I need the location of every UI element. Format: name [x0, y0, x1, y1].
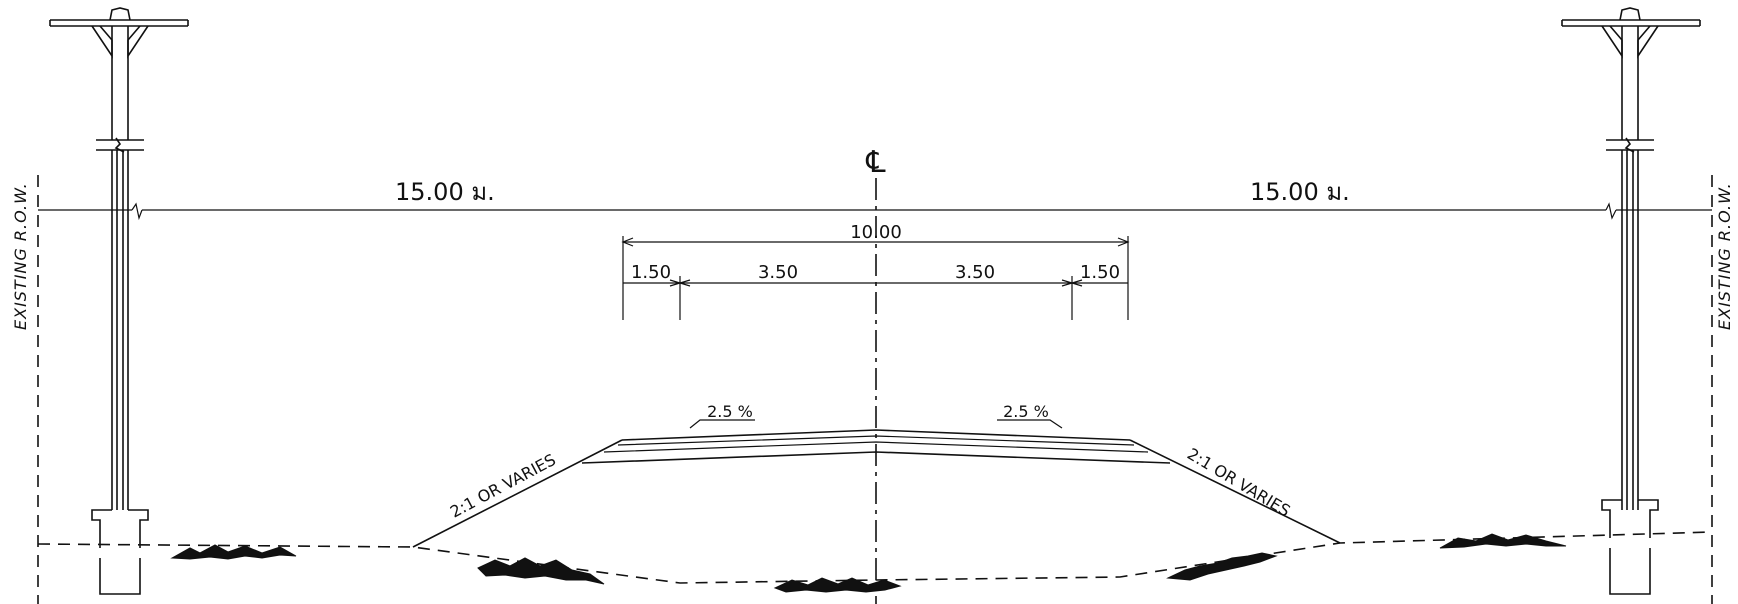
- total-width-label: 10.00: [850, 222, 902, 243]
- vegetation-symbols: [170, 533, 1567, 593]
- centerline-symbol: ℄: [865, 145, 885, 180]
- left-width-label: 15.00 ม.: [395, 178, 495, 206]
- left-crossfall-indicator: [689, 419, 755, 429]
- row-width-dimension-line: [38, 202, 1712, 221]
- left-slope-percent: 2.5 %: [707, 402, 753, 421]
- right-row-label: EXISTING R.O.W.: [1715, 182, 1734, 330]
- right-shoulder-label: 1.50: [1080, 262, 1120, 283]
- right-slope-percent: 2.5 %: [1003, 402, 1049, 421]
- embankment: [412, 429, 1341, 548]
- left-side-slope-label: 2:1 OR VARIES: [447, 450, 559, 522]
- right-width-label: 15.00 ม.: [1250, 178, 1350, 206]
- left-shoulder-label: 1.50: [631, 262, 671, 283]
- right-lane-label: 3.50: [955, 262, 995, 283]
- left-utility-pole: [49, 7, 189, 595]
- existing-ground-line: [37, 531, 1713, 584]
- left-row-label: EXISTING R.O.W.: [11, 182, 30, 330]
- pavement-dimensions: [621, 236, 1130, 320]
- right-crossfall-indicator: [997, 419, 1063, 429]
- right-side-slope-label: 2:1 OR VARIES: [1184, 444, 1294, 520]
- right-utility-pole: [1561, 7, 1701, 595]
- left-lane-label: 3.50: [758, 262, 798, 283]
